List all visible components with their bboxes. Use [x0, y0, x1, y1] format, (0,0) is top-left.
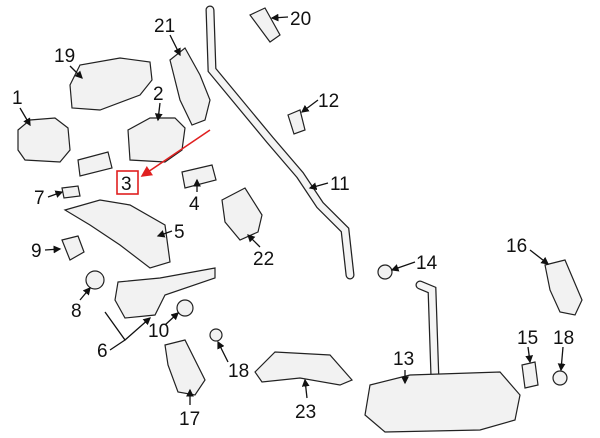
part-18-clamp-b [552, 370, 568, 386]
highlight-box [116, 170, 139, 195]
part-23-bracket [254, 351, 354, 386]
part-2-manifold [127, 117, 186, 163]
callout-20: 20 [290, 9, 311, 30]
callout-1: 1 [12, 88, 23, 109]
callout-3: 3 [121, 174, 132, 195]
callout-12: 12 [318, 91, 339, 112]
part-20-clip [249, 7, 281, 43]
callout-7: 7 [34, 188, 45, 209]
part-12-hanger [287, 109, 306, 135]
part-10-clamp [176, 299, 194, 317]
callout-22: 22 [253, 249, 274, 270]
part-17-tip [164, 339, 206, 396]
callout-21: 21 [154, 16, 175, 37]
part-14-isolator [377, 264, 393, 280]
callout-19: 19 [54, 46, 75, 67]
part-11-pipe [205, 5, 355, 280]
callout-9: 9 [31, 241, 42, 262]
callout-17: 17 [179, 409, 200, 430]
part-19-heat-shield [69, 57, 153, 111]
callout-18a: 18 [228, 361, 249, 382]
highlight-arrow [140, 129, 211, 177]
callout-4: 4 [189, 194, 200, 215]
callout-11: 11 [330, 174, 350, 195]
part-13-muffler [364, 280, 521, 433]
callout-18b: 18 [553, 328, 574, 349]
callout-8: 8 [71, 301, 82, 322]
callout-10: 10 [148, 321, 169, 342]
part-22-shield [221, 187, 263, 241]
part-6-converter [114, 267, 216, 319]
callout-5: 5 [174, 222, 185, 243]
callout-23: 23 [295, 402, 316, 423]
callout-2: 2 [153, 84, 164, 105]
part-16-tip [544, 259, 583, 316]
callout-13: 13 [393, 349, 414, 370]
part-4-gasket-b [181, 164, 217, 189]
part-15-hanger [521, 361, 539, 389]
part-9-bracket [61, 235, 85, 261]
callout-14: 14 [416, 253, 438, 274]
part-18-clamp-a [209, 328, 223, 342]
part-7-gasket [61, 185, 81, 199]
part-3-gasket-a [77, 151, 113, 177]
part-21-bracket [169, 47, 211, 126]
part-1-manifold [17, 117, 71, 163]
callout-6: 6 [97, 341, 108, 362]
callout-15: 15 [517, 328, 538, 349]
part-5-catalytic [63, 199, 171, 269]
leader-lines [19, 13, 566, 405]
part-8-gasket [85, 270, 105, 290]
callout-16: 16 [506, 236, 527, 257]
